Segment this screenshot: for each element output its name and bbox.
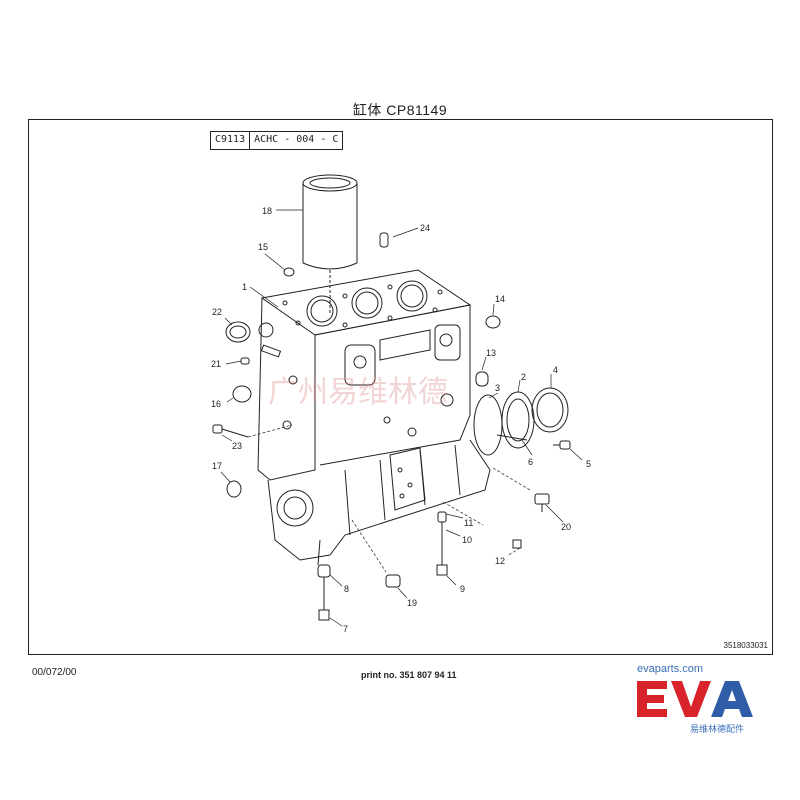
- watermark-text: 广州易维林德: [268, 375, 448, 410]
- logo-letter-e: [637, 681, 667, 717]
- engine-block-drawing: [212, 174, 571, 621]
- callout-4: 4: [553, 365, 558, 375]
- callout-19: 19: [407, 598, 417, 608]
- drawing-number: 3518033031: [723, 641, 769, 650]
- logo-subtitle: 易维林德配件: [690, 724, 745, 734]
- diagram-frame: [28, 119, 773, 655]
- callout-14: 14: [495, 294, 505, 304]
- callout-23: 23: [232, 441, 242, 451]
- callout-9: 9: [460, 584, 465, 594]
- callout-labels: 1 2 3 4 5 6 7 8 9 10 11 12 13 14 15 16 1…: [211, 206, 591, 634]
- callout-13: 13: [486, 348, 496, 358]
- callout-20: 20: [561, 522, 571, 532]
- block-left-face: [257, 297, 316, 481]
- callout-7: 7: [343, 624, 348, 634]
- callout-3: 3: [495, 383, 500, 393]
- callout-24: 24: [420, 223, 430, 233]
- leader-lines: [220, 209, 583, 627]
- gasket-3: [473, 394, 503, 456]
- code-2: ACHC - 004 - C: [249, 132, 342, 149]
- eva-logo-mark: [637, 681, 753, 717]
- crankcase: [267, 439, 491, 561]
- callout-12: 12: [495, 556, 505, 566]
- callout-18: 18: [262, 206, 272, 216]
- logo-letter-v: [671, 681, 711, 717]
- callout-17: 17: [212, 461, 222, 471]
- diagram-title: 缸体 CP81149: [352, 102, 448, 118]
- callout-15: 15: [258, 242, 268, 252]
- block-right-face: [314, 304, 471, 466]
- cylinder-liner-top: [302, 174, 358, 192]
- callout-22: 22: [212, 307, 222, 317]
- footer-print-number: print no. 351 807 94 11: [361, 670, 457, 680]
- callout-11: 11: [464, 518, 473, 528]
- code-box: C9113 ACHC - 004 - C: [210, 131, 344, 150]
- callout-6: 6: [528, 457, 533, 467]
- callout-1: 1: [242, 282, 247, 292]
- callout-5: 5: [586, 459, 591, 469]
- callout-10: 10: [462, 535, 472, 545]
- logo-letter-a: [711, 681, 753, 717]
- oil-seal-4: [531, 387, 569, 433]
- logo-url[interactable]: evaparts.com: [637, 663, 704, 675]
- callout-8: 8: [344, 584, 349, 594]
- code-1: C9113: [215, 134, 246, 145]
- callout-21: 21: [211, 359, 221, 369]
- callout-16: 16: [211, 399, 221, 409]
- callout-2: 2: [521, 372, 526, 382]
- footer-date: 00/072/00: [32, 667, 77, 678]
